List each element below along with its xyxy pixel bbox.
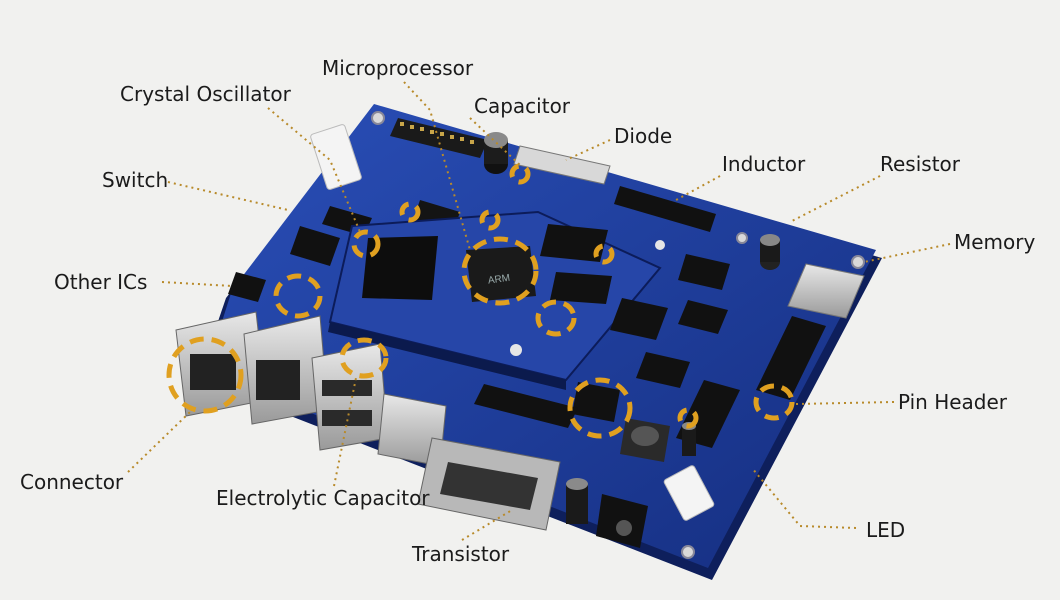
main-cpu-chip <box>362 236 438 300</box>
mount-hole <box>851 255 865 269</box>
ic-right-3 <box>678 300 728 334</box>
mount-hole <box>371 111 385 125</box>
dc-jack-hole <box>616 520 632 536</box>
label-diode: Diode <box>614 124 673 148</box>
ic-left-1 <box>290 226 340 266</box>
label-resistor: Resistor <box>880 152 960 176</box>
leader-transistor <box>461 509 513 541</box>
ribbon-connector <box>513 145 611 185</box>
label-crystal-oscillator: Crystal Oscillator <box>120 82 291 106</box>
module-memory-chip-2 <box>550 272 612 304</box>
mount-hole <box>736 232 748 244</box>
bottom-cap-top <box>566 478 588 490</box>
db9-serial-connector <box>417 437 561 531</box>
label-transistor: Transistor <box>412 542 510 566</box>
leader-diode <box>565 139 611 161</box>
leader-pin-header <box>795 401 895 405</box>
ring-other-ic <box>273 273 323 319</box>
label-other-ics: Other ICs <box>54 270 148 294</box>
jst-connector-top <box>310 124 362 190</box>
ring-small-4 <box>677 407 699 429</box>
callout-rings <box>166 163 795 439</box>
ring-transistor <box>567 377 633 439</box>
leader-inductor <box>675 175 721 201</box>
arm-chip-mark: ARM <box>487 273 511 287</box>
sd-card-slot <box>787 263 865 319</box>
arm-chip <box>466 246 536 302</box>
inductor-top <box>631 426 659 446</box>
bottom-chip <box>572 382 620 422</box>
ring-crystal <box>351 229 381 259</box>
label-switch: Switch <box>102 168 169 192</box>
label-led: LED <box>866 518 906 542</box>
label-electrolytic-capacitor: Electrolytic Capacitor <box>216 486 430 510</box>
leader-led <box>751 467 857 529</box>
right-cap-top <box>760 234 780 246</box>
ring-small-3 <box>593 243 615 265</box>
right-cap-body <box>760 240 780 262</box>
ring-pin-header <box>753 383 795 421</box>
label-capacitor: Capacitor <box>474 94 571 118</box>
ring-module-right <box>535 299 577 337</box>
ring-connector <box>166 336 244 414</box>
ring-electrolytic <box>339 337 389 379</box>
bottom-pin-header <box>474 384 578 428</box>
ring-capacitor <box>509 163 531 185</box>
bottom-electrolytic-cap <box>566 484 588 524</box>
ethernet-port-2 <box>243 315 329 425</box>
ic-left-4 <box>228 272 266 302</box>
mount-hole <box>681 545 695 559</box>
top-cap-top <box>484 132 508 148</box>
ic-right-2 <box>610 298 668 340</box>
module-pad-2 <box>655 240 665 250</box>
core-module-edge <box>328 322 566 390</box>
ring-small-2 <box>479 209 501 231</box>
label-inductor: Inductor <box>722 152 806 176</box>
leader-connector <box>127 411 191 473</box>
usb-port-stack <box>311 343 389 451</box>
label-pin-header: Pin Header <box>898 390 1008 414</box>
leader-lines <box>127 81 951 541</box>
module-pad <box>510 344 522 356</box>
jst-connector-bottom <box>663 465 715 521</box>
ring-small-1 <box>399 201 421 223</box>
label-microprocessor: Microprocessor <box>322 56 474 80</box>
leader-microprocessor <box>403 81 471 251</box>
label-connector: Connector <box>20 470 124 494</box>
ic-right-1 <box>678 254 730 290</box>
label-memory: Memory <box>954 230 1036 254</box>
small-cap <box>682 426 696 456</box>
leader-other-ics <box>161 281 233 287</box>
leader-memory <box>863 243 951 263</box>
ring-cpu <box>461 236 539 306</box>
leader-crystal <box>267 107 361 233</box>
leader-switch <box>167 181 289 211</box>
ic-right-4 <box>636 352 690 388</box>
leader-electrolytic <box>333 377 357 487</box>
leader-resistor <box>789 175 881 223</box>
module-memory-chip <box>540 224 608 262</box>
